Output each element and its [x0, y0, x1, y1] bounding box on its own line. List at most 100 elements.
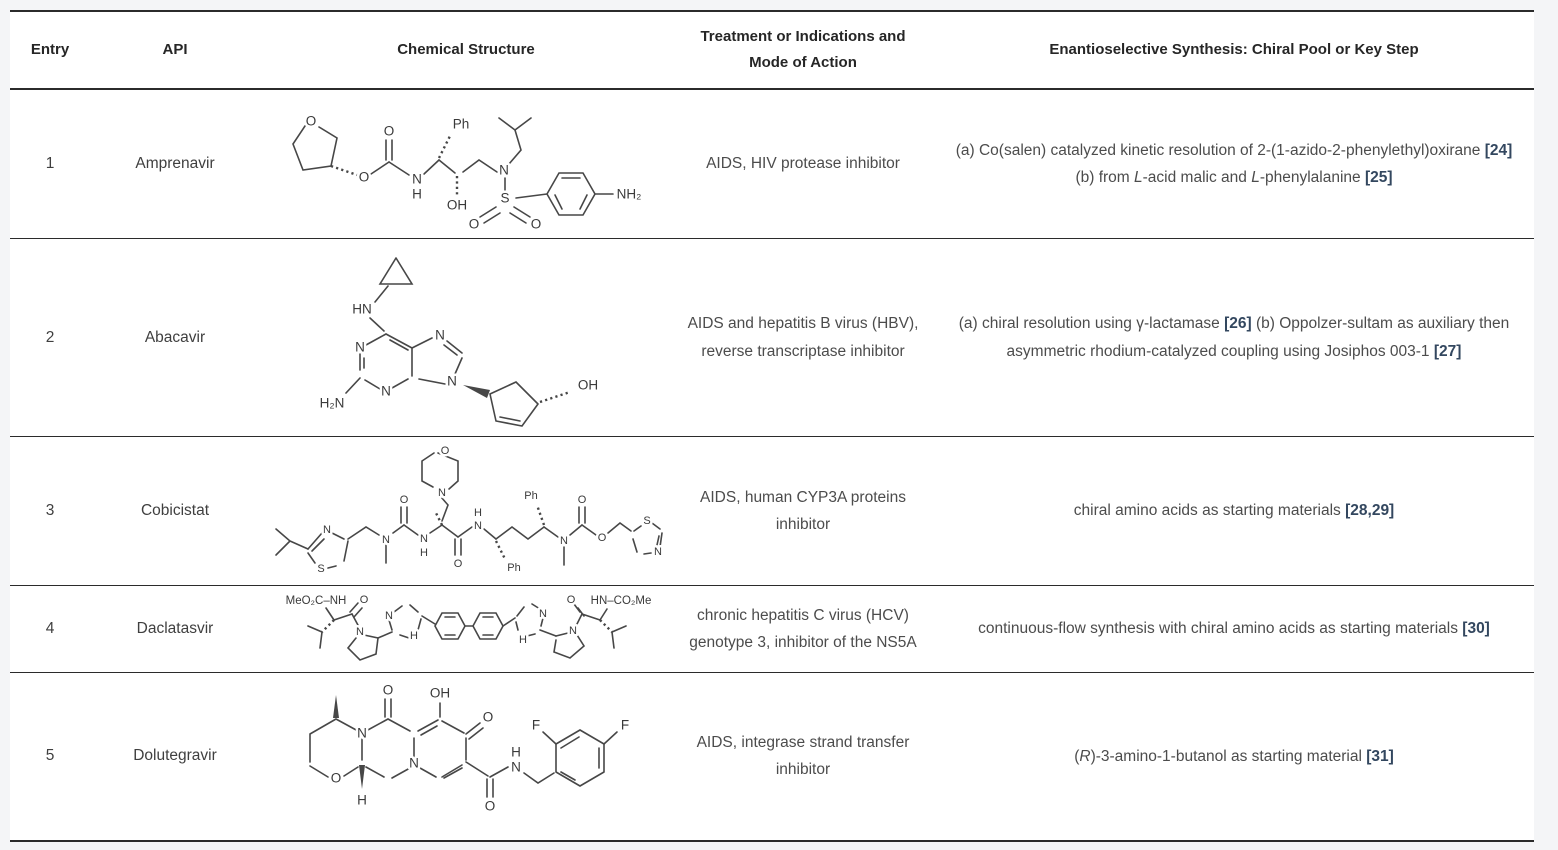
- reference-link[interactable]: [30]: [1462, 620, 1490, 638]
- atom-label: H: [474, 507, 482, 519]
- synthesis-segment: (a) chiral resolution using γ-lactamase: [958, 315, 1225, 333]
- atom-label: O: [566, 594, 575, 606]
- atom-label: HN‒CO₂Me: [590, 595, 651, 607]
- entry-cell: 4: [10, 586, 90, 673]
- atom-label: O: [400, 494, 409, 506]
- treatment-cell: AIDS and hepatitis B virus (HBV), revers…: [672, 239, 934, 437]
- structure-cell: MeO₂C‒NH O N N H N H N O HN‒CO₂Me: [260, 586, 672, 673]
- atom-label: S: [317, 563, 324, 575]
- col-header-synthesis: Enantioselective Synthesis: Chiral Pool …: [1049, 40, 1419, 58]
- header-row: Entry API Chemical Structure Treatment o…: [10, 11, 1534, 89]
- atom-label: Ph: [507, 562, 520, 574]
- treatment-cell: chronic hepatitis C virus (HCV) genotype…: [672, 586, 934, 673]
- atom-label: N: [499, 163, 509, 178]
- api-name: Amprenavir: [135, 155, 215, 172]
- atom-label: F: [531, 718, 539, 733]
- entry-number: 3: [45, 502, 55, 519]
- api-name: Dolutegravir: [133, 747, 217, 765]
- entry-cell: 5: [10, 673, 90, 841]
- atom-label: O: [441, 445, 450, 457]
- synthesis-cell: continuous-flow synthesis with chiral am…: [934, 586, 1534, 673]
- synthesis-segment: (a) Co(salen) catalyzed kinetic resoluti…: [955, 141, 1485, 159]
- atom-label: N: [420, 533, 428, 545]
- structure-cell: O O O N H Ph OH N S O O NH₂: [260, 89, 672, 239]
- synthesis-segment: -phenylalanine: [1259, 169, 1365, 186]
- atom-label: H: [412, 187, 422, 202]
- atom-label: MeO₂C‒NH: [285, 595, 346, 607]
- synthesis-segment: (b) Oppolzer-sultam as auxiliary then as…: [1006, 315, 1510, 360]
- synthesis-text: (R)-3-amino-1-butanol as starting materi…: [1074, 748, 1394, 765]
- chemical-structure-cobicistat: O N N S N O N H H N O Ph Ph N O O S N: [275, 442, 665, 577]
- entry-number: 1: [45, 155, 55, 172]
- atom-label: N: [382, 534, 390, 546]
- atom-label: O: [330, 771, 341, 786]
- atom-label: O: [359, 170, 370, 185]
- table-header: Entry API Chemical Structure Treatment o…: [10, 11, 1534, 89]
- entry-cell: 1: [10, 89, 90, 239]
- synthesis-segment: -acid malic and: [1142, 169, 1252, 186]
- atom-label: H: [357, 793, 367, 808]
- reference-link[interactable]: [26]: [1224, 315, 1252, 333]
- atom-label: N: [323, 524, 331, 536]
- reference-link[interactable]: [28,29]: [1345, 502, 1395, 520]
- treatment-cell: AIDS, integrase strand transfer inhibito…: [672, 673, 934, 841]
- atom-label: H: [511, 745, 521, 760]
- atom-label: N: [409, 756, 419, 771]
- synthesis-segment: )-3-amino-1-butanol as starting material: [1090, 747, 1367, 765]
- api-cell: Amprenavir: [90, 89, 260, 239]
- synthesis-text: (a) Co(salen) catalyzed kinetic resoluti…: [956, 142, 1513, 186]
- atom-label: S: [500, 191, 509, 206]
- atom-label: N: [474, 520, 482, 532]
- synthesis-segment: (b) from: [1075, 169, 1135, 186]
- api-table: Entry API Chemical Structure Treatment o…: [10, 10, 1534, 842]
- treatment-text: AIDS, human CYP3A proteins inhibitor: [700, 488, 906, 533]
- atom-label: H: [519, 634, 527, 646]
- col-header-structure: Chemical Structure: [397, 40, 535, 58]
- atom-label: H: [410, 630, 418, 642]
- atom-label: N: [560, 535, 568, 547]
- reference-link[interactable]: [27]: [1433, 342, 1462, 360]
- atom-label: N: [355, 339, 365, 354]
- atom-label: N: [539, 608, 547, 620]
- treatment-text: chronic hepatitis C virus (HCV) genotype…: [689, 606, 917, 651]
- treatment-cell: AIDS, human CYP3A proteins inhibitor: [672, 437, 934, 586]
- api-cell: Daclatasvir: [90, 586, 260, 673]
- table-row: 1 Amprenavir O O O N: [10, 89, 1534, 239]
- reference-link[interactable]: [24]: [1484, 141, 1513, 159]
- entry-number: 5: [45, 747, 55, 765]
- atom-label: O: [306, 114, 317, 129]
- col-header-api: API: [162, 40, 188, 58]
- atom-label: O: [484, 799, 495, 814]
- synthesis-segment: (: [1074, 747, 1080, 765]
- api-cell: Abacavir: [90, 239, 260, 437]
- chemical-structure-amprenavir: O O O N H Ph OH N S O O NH₂: [292, 111, 644, 234]
- table-row: 5 Dolutegravir N O N O OH O O H N: [10, 673, 1534, 841]
- atom-label: O: [454, 558, 463, 570]
- atom-label: O: [482, 710, 493, 725]
- atom-label: Ph: [453, 117, 470, 132]
- reference-link[interactable]: [31]: [1366, 747, 1394, 765]
- reference-link[interactable]: [25]: [1364, 169, 1393, 186]
- atom-label: N: [357, 726, 367, 741]
- table-row: 2 Abacavir HN N N N N H₂N OH AIDS and he…: [10, 239, 1534, 437]
- api-cell: Cobicistat: [90, 437, 260, 586]
- chemical-structure-daclatasvir: MeO₂C‒NH O N N H N H N O HN‒CO₂Me: [283, 591, 653, 661]
- chemical-structure-dolutegravir: N O N O OH O O H N F F H: [308, 680, 631, 816]
- atom-label: N: [356, 626, 364, 638]
- atom-label: N: [438, 487, 446, 499]
- table-row: 3 Cobicistat: [10, 437, 1534, 586]
- api-name: Cobicistat: [140, 502, 210, 519]
- synthesis-text: chiral amino acids as starting materials…: [1074, 502, 1394, 519]
- chemical-structure-abacavir: HN N N N N H₂N OH: [317, 256, 600, 427]
- synthesis-cell: chiral amino acids as starting materials…: [934, 437, 1534, 586]
- treatment-text: AIDS, integrase strand transfer inhibito…: [696, 734, 910, 779]
- synthesis-segment: L: [1251, 169, 1260, 186]
- entry-cell: 3: [10, 437, 90, 586]
- atom-label: N: [447, 373, 457, 388]
- synthesis-segment: chiral amino acids as starting materials: [1073, 502, 1346, 520]
- synthesis-segment: L: [1134, 169, 1143, 186]
- synthesis-cell: (R)-3-amino-1-butanol as starting materi…: [934, 673, 1534, 841]
- atom-label: N: [435, 327, 445, 342]
- atom-label: F: [620, 718, 628, 733]
